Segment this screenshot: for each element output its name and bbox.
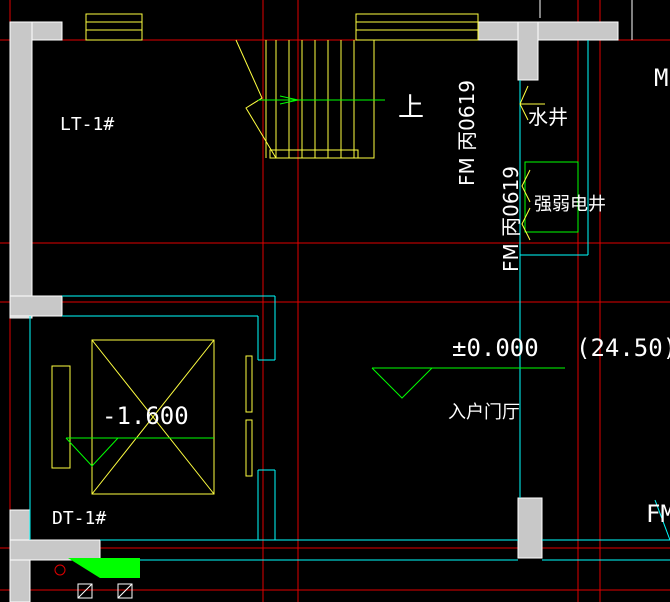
fire-door-label-2: FM 丙0619 <box>499 166 523 272</box>
bottom-symbol <box>54 558 140 599</box>
elec-shaft-label: 强弱电井 <box>534 194 606 215</box>
walls <box>9 21 619 602</box>
edge-label-top-right: M <box>654 64 668 92</box>
elevation-label: ±0.000 <box>452 334 539 362</box>
elec-shaft-box <box>524 161 579 233</box>
cyan-lines <box>29 40 670 561</box>
stair-arrow <box>258 95 385 105</box>
elevator-pit-marker <box>65 437 214 467</box>
pit-level-label: -1.600 <box>102 402 189 430</box>
stair-tag: LT-1# <box>60 114 114 135</box>
fire-door-label-1: FM 丙0619 <box>455 80 479 186</box>
windows <box>85 13 479 41</box>
elevator-tag: DT-1# <box>52 508 106 529</box>
elevation-abs-label: (24.50) <box>576 334 670 362</box>
water-shaft-label: 水井 <box>528 105 568 129</box>
right-edge <box>539 0 633 40</box>
stair-up-label: 上 <box>398 93 424 123</box>
elevator-car <box>51 339 253 495</box>
fire-door-marks <box>521 169 531 241</box>
lobby-label: 入户门厅 <box>448 402 520 423</box>
edge-label-bottom-right: FM <box>646 500 670 528</box>
staircase <box>235 39 375 159</box>
water-shaft <box>519 85 545 121</box>
elevation-marker <box>371 367 565 399</box>
